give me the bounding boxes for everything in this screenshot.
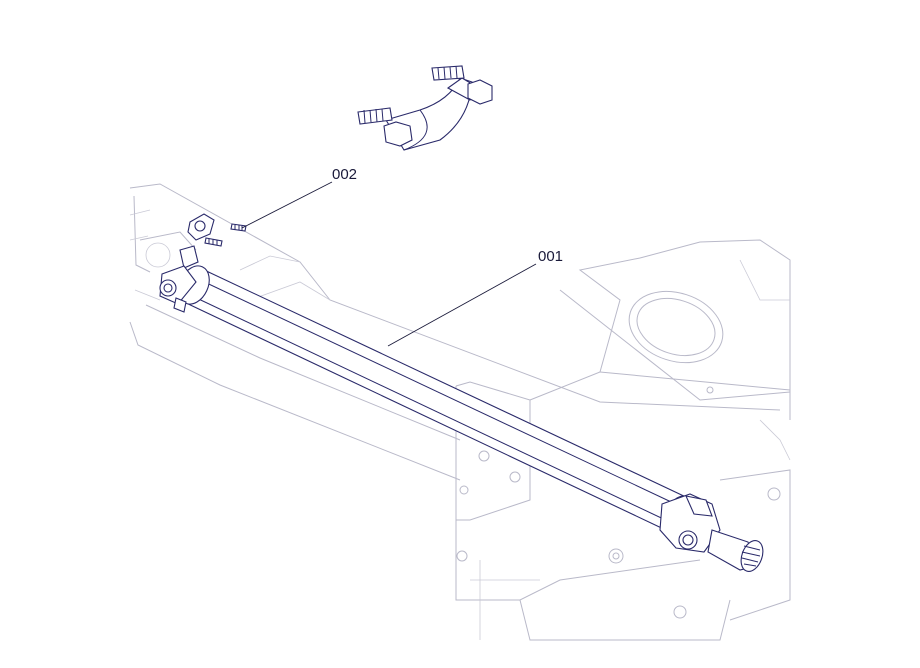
clamp-bolt-right	[431, 65, 493, 105]
drive-shaft	[159, 265, 764, 572]
right-yoke	[659, 493, 764, 572]
callout-001[interactable]: 001	[538, 248, 563, 265]
small-bolt-set	[179, 213, 247, 269]
u-bolt-clamp-detail	[357, 65, 493, 151]
leader-line-001	[387, 263, 537, 347]
callout-labels: 002 001	[332, 166, 563, 265]
clamp-bolt-left	[357, 107, 413, 147]
leader-lines	[241, 181, 537, 347]
callout-002[interactable]: 002	[332, 166, 357, 183]
left-yoke	[159, 265, 210, 313]
leader-line-002	[241, 181, 333, 229]
